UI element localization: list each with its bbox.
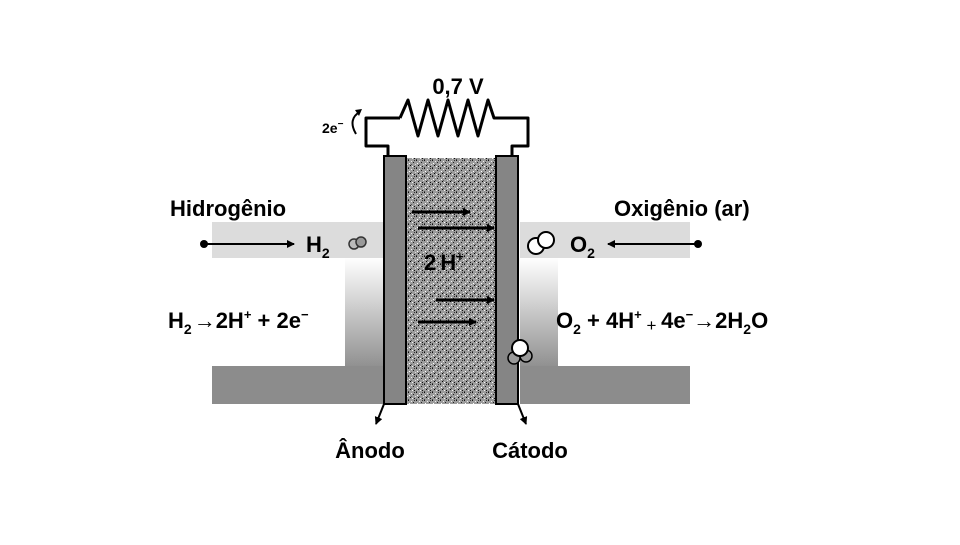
- anode-reaction: H2→2H+ + 2e−: [168, 307, 309, 337]
- oxygen-title: Oxigênio (ar): [614, 196, 750, 221]
- anode-pointer: [374, 403, 385, 425]
- cathode-pointer: [517, 403, 528, 425]
- cathode-bottom-channel: [520, 366, 690, 404]
- external-circuit-wire: [364, 98, 530, 156]
- anode-label: Ânodo: [335, 438, 405, 463]
- cathode-label: Cátodo: [492, 438, 568, 463]
- electron-label: 2e−: [322, 119, 344, 136]
- cathode-electrode: [495, 155, 519, 405]
- voltage-label: 0,7 V: [432, 74, 484, 99]
- electron-arrowhead-icon: [355, 109, 362, 116]
- cathode-reaction: O2 + 4H+ + 4e−→2H2O: [556, 307, 768, 337]
- oxygen-feed-dot: [694, 240, 702, 248]
- h2-label: H2: [306, 232, 330, 261]
- o2-molecule-icon: [527, 231, 555, 255]
- hydrogen-feed-dot: [200, 240, 208, 248]
- anode-electrode: [383, 155, 407, 405]
- h2-molecule-icon: [348, 236, 367, 250]
- o2-label: O2: [570, 232, 595, 261]
- electrolyte-membrane: [406, 158, 496, 404]
- hydrogen-title: Hidrogênio: [170, 196, 286, 221]
- anode-bottom-channel: [212, 366, 384, 404]
- water-molecule-icon: [507, 339, 533, 365]
- anode-gradient-block: [345, 258, 384, 368]
